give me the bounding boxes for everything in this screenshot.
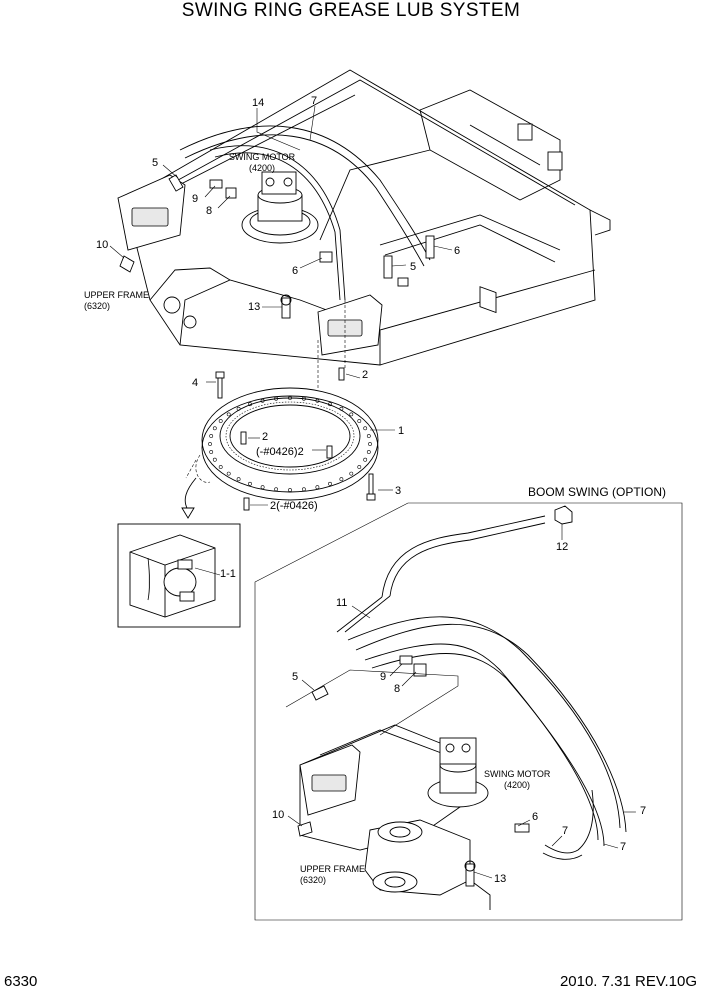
swing-motor-ref: (4200): [249, 163, 275, 173]
callout: 7: [640, 805, 646, 817]
callout: 13: [494, 873, 506, 885]
ring-bolt-hole: [218, 419, 223, 423]
ring-bolt-hole: [301, 396, 306, 401]
option-upper-frame-ref: (6320): [300, 875, 326, 885]
swing-motor-top: [241, 171, 319, 244]
option-hoses: [336, 505, 627, 860]
ring-bolt-hole: [339, 477, 344, 482]
callout: 5: [152, 157, 158, 169]
page-title: SWING RING GREASE LUB SYSTEM: [182, 0, 520, 21]
ring-bolt-hole: [236, 477, 241, 482]
ring-bolt-hole: [209, 450, 214, 454]
revision-date: 2010. 7.31 REV.10G: [560, 973, 697, 990]
callout: 2: [362, 369, 368, 381]
callout: 8: [206, 205, 212, 217]
ring-bolt-hole: [274, 396, 279, 401]
ring-bolt-hole: [212, 457, 217, 462]
callout: 2(-#0426): [270, 500, 318, 512]
ring-bolt-hole: [366, 434, 371, 438]
ring-bolt-hole: [301, 487, 306, 492]
ring-bolt-hole: [357, 465, 362, 469]
ring-bolt-hole: [328, 402, 332, 407]
ring-bolt-hole: [226, 471, 231, 476]
ring-bolt-hole: [315, 398, 320, 403]
ring-bolt-hole: [363, 457, 368, 462]
swing-ring-labels: 4 2 1 2 (-#0426)2 3 2(-#0426): [192, 369, 404, 512]
callout: 10: [272, 809, 284, 821]
ring-bolt-hole: [288, 396, 292, 400]
option-upper-frame-label: UPPER FRAME: [300, 864, 365, 874]
callout: 9: [380, 671, 386, 683]
callout: 8: [394, 683, 400, 695]
option-frame: [254, 502, 683, 921]
callout: (-#0426)2: [256, 446, 304, 458]
ring-bolt-hole: [349, 471, 354, 476]
callout: 11: [336, 597, 347, 609]
option-frame-drawing: [299, 724, 491, 910]
ring-bolt-hole: [288, 488, 292, 492]
top-view-leaders: [109, 105, 453, 390]
ring-bolt-hole: [212, 426, 217, 431]
ring-bolt-hole: [368, 442, 372, 446]
page-number: 6330: [4, 973, 37, 990]
ring-bolt-hole: [208, 442, 212, 446]
callout: 5: [292, 671, 298, 683]
callout: 6: [454, 245, 460, 257]
option-heading: BOOM SWING (OPTION): [528, 485, 666, 499]
callout: 6: [292, 265, 298, 277]
callout: 7: [620, 841, 626, 853]
callout: 12: [556, 541, 568, 553]
ring-bolt-hole: [315, 485, 320, 490]
callout: 13: [248, 301, 260, 313]
callout: 4: [192, 377, 198, 389]
callout: 7: [562, 825, 568, 837]
callout: 1: [398, 425, 404, 437]
callout: 9: [192, 193, 198, 205]
callout: 3: [395, 485, 401, 497]
callout: 5: [410, 261, 416, 273]
upper-frame-label: UPPER FRAME: [84, 290, 149, 300]
option-swing-motor-label: SWING MOTOR: [484, 769, 551, 779]
ring-bolt-hole: [260, 398, 265, 403]
top-view-labels: SWING MOTOR (4200) UPPER FRAME (6320) 14…: [84, 95, 460, 313]
swing-ring-leaders: [206, 373, 395, 506]
callout: 1-1: [220, 568, 236, 580]
ring-bolt-hole: [363, 426, 368, 431]
option-leaders: [285, 524, 636, 879]
swing-ring-drawing: [181, 367, 379, 519]
option-labels: SWING MOTOR (4200) UPPER FRAME (6320) 12…: [272, 541, 646, 885]
ring-bolt-hole: [248, 402, 252, 407]
ring-bolt-hole: [226, 412, 231, 417]
ring-bolt-hole: [209, 434, 214, 438]
callout: 14: [252, 97, 264, 109]
ring-bolt-hole: [366, 450, 371, 454]
ring-bolt-hole: [349, 412, 354, 417]
callout: 7: [311, 95, 317, 107]
ring-bolt-hole: [218, 465, 223, 469]
top-view-fittings: [119, 174, 435, 319]
option-swing-motor-ref: (4200): [504, 780, 530, 790]
ring-bolt-hole: [248, 481, 252, 486]
detail-view-1-1: 1-1: [117, 523, 241, 628]
ring-bolt-hole: [260, 485, 265, 490]
ring-bolt-hole: [236, 406, 241, 411]
callout: 2: [262, 431, 268, 443]
swing-motor-label: SWING MOTOR: [229, 152, 296, 162]
upper-frame-ref: (6320): [84, 301, 110, 311]
ring-bolt-hole: [328, 481, 332, 486]
ring-bolt-hole: [357, 419, 362, 423]
ring-bolt-hole: [274, 487, 279, 492]
upper-frame-drawing: [117, 69, 611, 366]
callout: 6: [532, 811, 538, 823]
callout: 10: [96, 239, 108, 251]
ring-bolt-hole: [339, 406, 344, 411]
